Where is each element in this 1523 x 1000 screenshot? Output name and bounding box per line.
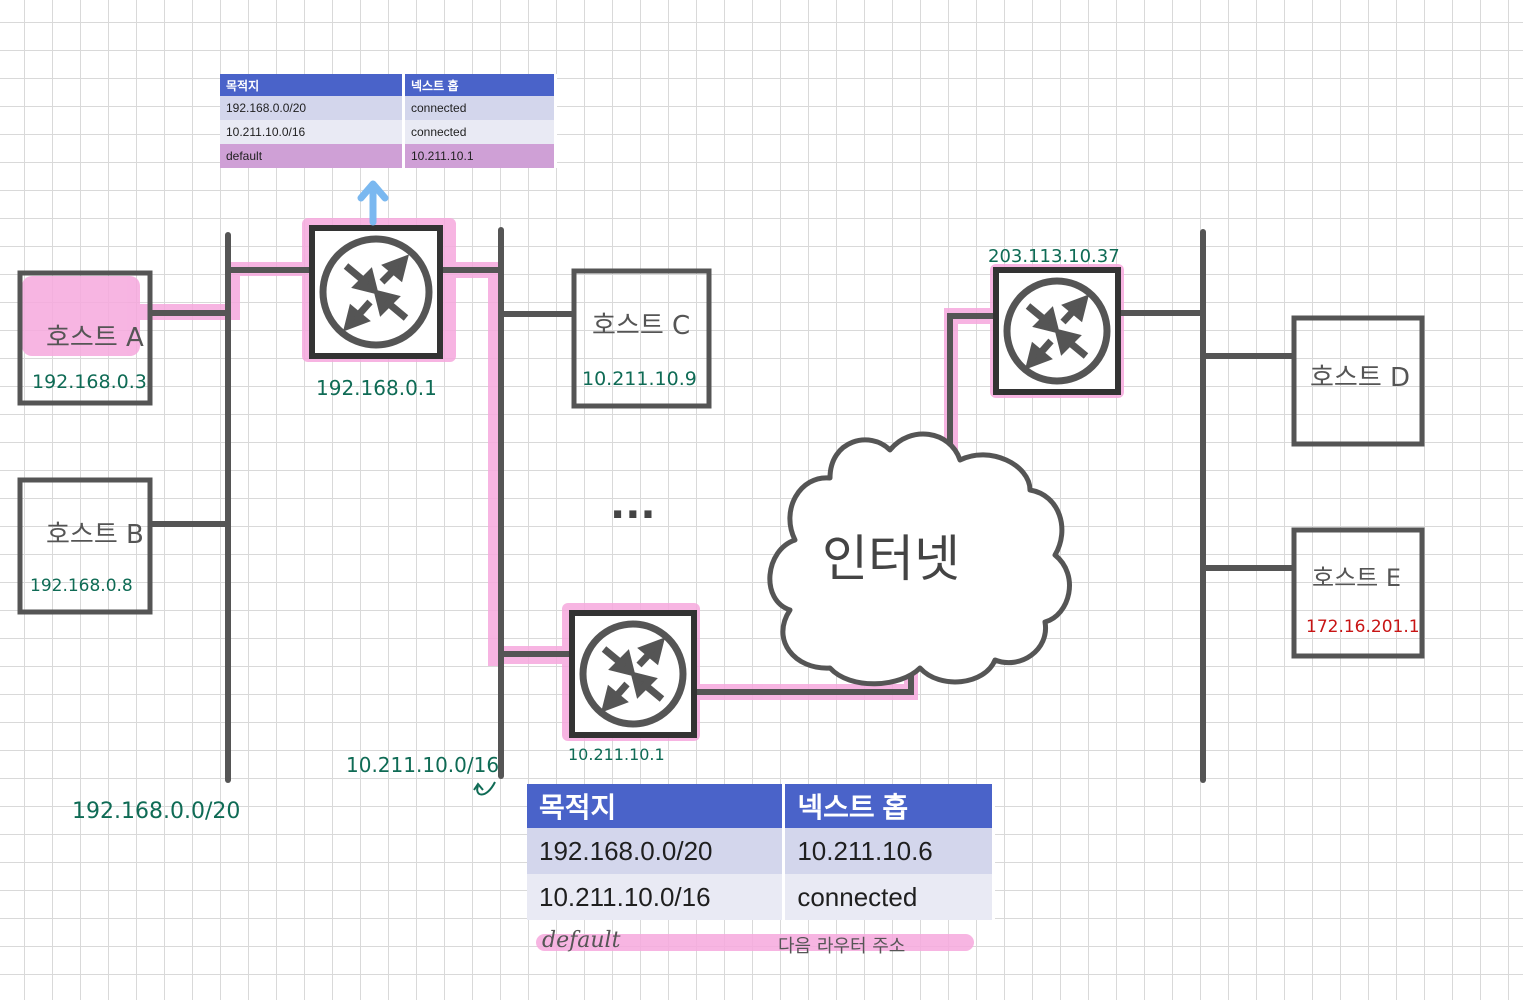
network-middle-label: 10.211.10.0/16 xyxy=(346,753,499,777)
table-header-dest: 목적지 xyxy=(220,74,405,96)
table-row: 192.168.0.0/20 connected xyxy=(220,96,558,120)
table-row-default: default 10.211.10.1 xyxy=(220,144,558,168)
host-b-ip: 192.168.0.8 xyxy=(30,576,133,596)
table-header-dest: 목적지 xyxy=(527,784,786,828)
table-cell: 10.211.10.6 xyxy=(783,828,995,874)
network-left-label: 192.168.0.0/20 xyxy=(72,799,240,824)
router-r2-ip: 10.211.10.1 xyxy=(568,745,665,764)
router-icon xyxy=(993,267,1121,395)
routing-table-bottom: 목적지 넥스트 홉 192.168.0.0/20 10.211.10.6 10.… xyxy=(527,784,995,920)
table-cell: connected xyxy=(403,96,558,120)
table-row: 10.211.10.0/16 connected xyxy=(220,120,558,144)
table-cell: 10.211.10.1 xyxy=(403,144,558,168)
internet-label: 인터넷 xyxy=(822,530,960,588)
router-r3-ip: 203.113.10.37 xyxy=(988,246,1120,267)
table-cell: default xyxy=(220,144,405,168)
table-cell: 192.168.0.0/20 xyxy=(527,828,786,874)
handwritten-default: default xyxy=(542,928,621,953)
handwritten-next-router: 다음 라우터 주소 xyxy=(778,936,906,957)
table-header-next-hop: 넥스트 홉 xyxy=(403,74,558,96)
table-cell: connected xyxy=(783,874,995,920)
host-d-name: 호스트 D xyxy=(1310,363,1410,393)
internet-cloud-icon xyxy=(767,431,1072,687)
curl-arrow-icon xyxy=(473,781,496,796)
host-c-ip: 10.211.10.9 xyxy=(582,368,697,390)
table-cell: connected xyxy=(403,120,558,144)
host-a-ip: 192.168.0.3 xyxy=(32,371,147,393)
host-b-name: 호스트 B xyxy=(46,520,144,550)
host-d-box xyxy=(1291,315,1425,447)
table-cell: 192.168.0.0/20 xyxy=(220,96,405,120)
table-cell: 10.211.10.0/16 xyxy=(220,120,405,144)
network-bars xyxy=(225,227,1206,783)
host-a-box xyxy=(17,270,153,406)
routing-table-top: 목적지 넥스트 홉 192.168.0.0/20 connected 10.21… xyxy=(220,74,558,168)
table-header-next-hop: 넥스트 홉 xyxy=(783,784,995,828)
table-row: 192.168.0.0/20 10.211.10.6 xyxy=(527,828,995,874)
host-a-name: 호스트 A xyxy=(46,323,144,353)
table-row: 10.211.10.0/16 connected xyxy=(527,874,995,920)
default-row-highlight xyxy=(536,934,974,951)
router-icon xyxy=(569,610,697,738)
host-e-box xyxy=(1291,527,1425,659)
router-r1-ip: 192.168.0.1 xyxy=(316,376,437,400)
host-c-name: 호스트 C xyxy=(592,311,690,341)
router-icon xyxy=(309,225,443,359)
host-b-box xyxy=(17,477,153,615)
host-c-box xyxy=(571,268,712,409)
host-e-ip: 172.16.201.1 xyxy=(1306,617,1420,637)
ellipsis: ... xyxy=(610,482,656,528)
up-arrow-icon xyxy=(357,180,389,226)
table-cell: 10.211.10.0/16 xyxy=(527,874,786,920)
host-e-name: 호스트 E xyxy=(1312,564,1401,592)
